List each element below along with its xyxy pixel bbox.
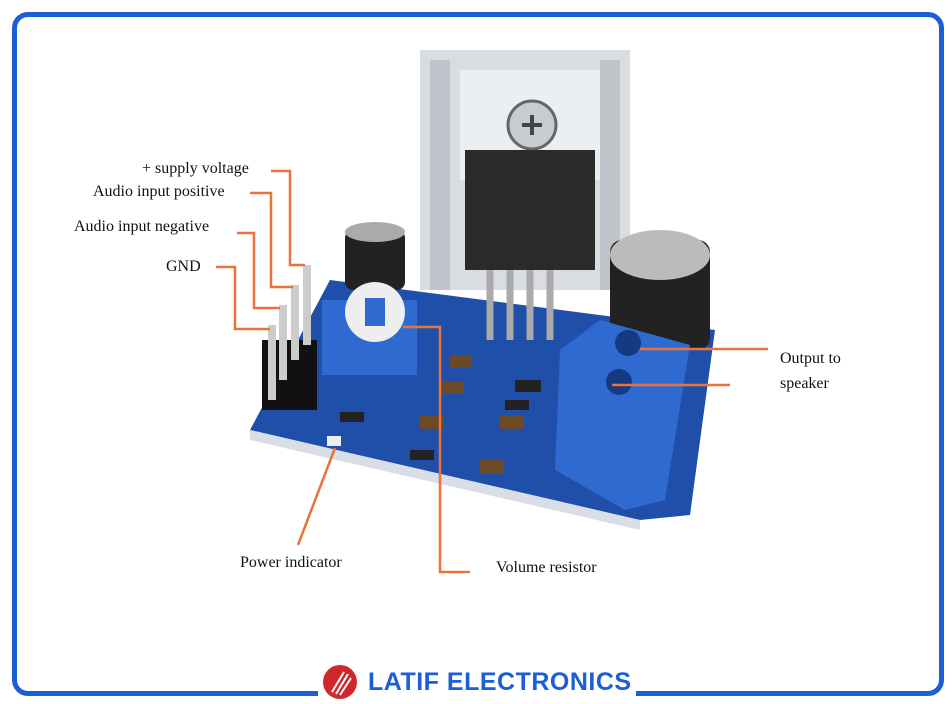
label-supply-voltage: + supply voltage	[142, 160, 249, 177]
label-output-to-speaker: Output to speaker	[780, 350, 841, 392]
logo-text: LATIF ELECTRONICS	[368, 667, 632, 696]
label-power-indicator: Power indicator	[240, 554, 342, 571]
brand-logo: LATIF ELECTRONICS	[318, 660, 636, 704]
amplifier-chip	[465, 150, 595, 270]
label-audio-input-negative: Audio input negative	[74, 218, 210, 235]
label-audio-input-positive: Audio input positive	[93, 183, 225, 200]
power-led	[327, 436, 341, 446]
logo-emblem-icon	[323, 665, 357, 699]
label-gnd: GND	[166, 258, 201, 275]
capacitor-right	[610, 230, 710, 350]
leader-lines	[216, 169, 768, 574]
speaker-terminal	[555, 320, 690, 510]
capacitor-left	[345, 222, 405, 290]
header-pins	[262, 265, 317, 410]
potentiometer	[322, 282, 417, 375]
label-volume-resistor: Volume resistor	[496, 559, 597, 576]
